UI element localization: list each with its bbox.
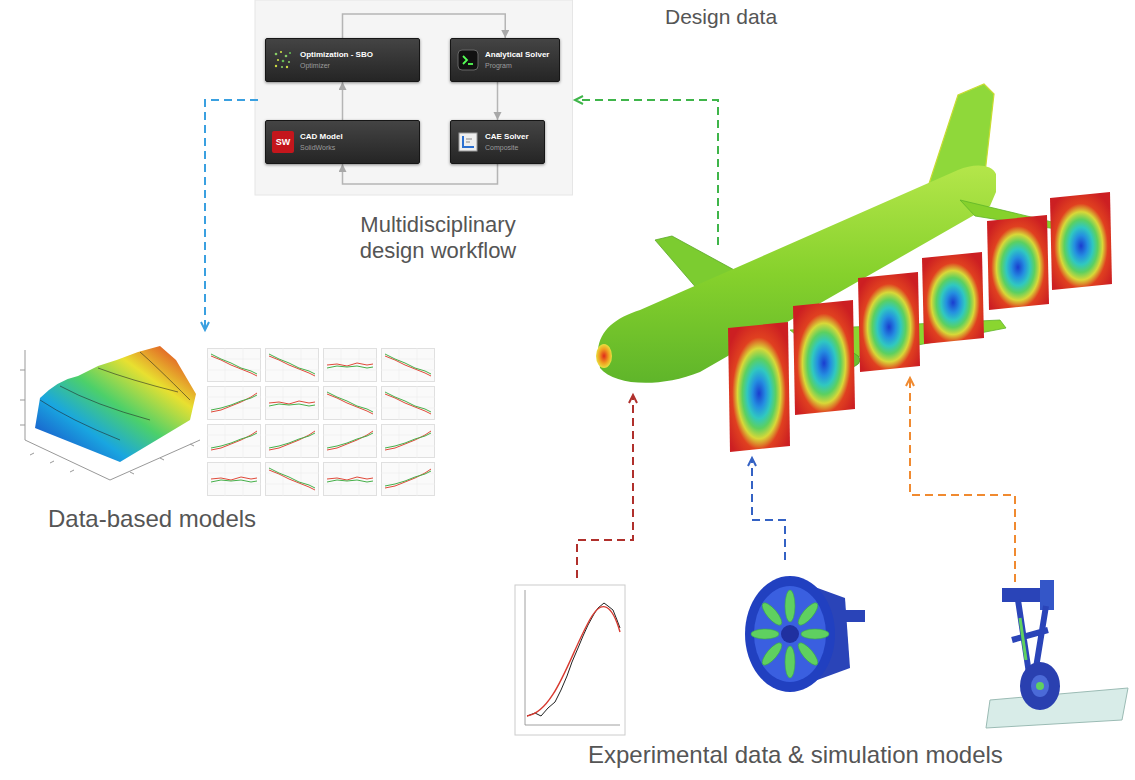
workflow-box: Analytical SolverProgram bbox=[450, 38, 560, 82]
tool-subtitle: Composite bbox=[485, 143, 529, 152]
workflow-connector bbox=[343, 14, 506, 38]
engine-model bbox=[745, 576, 865, 692]
section-label: Data-based models bbox=[48, 505, 256, 534]
surface-plot bbox=[20, 346, 200, 480]
data-flow-arrows bbox=[205, 100, 1015, 582]
workflow-box: Optimization - SBOOptimizer bbox=[265, 38, 420, 82]
tool-icon bbox=[457, 131, 479, 153]
box-text: CAD ModelSolidWorks bbox=[300, 132, 343, 151]
logo-text: SW bbox=[276, 138, 291, 147]
tool-icon bbox=[272, 49, 294, 71]
workflow-box: CAE SolverComposite bbox=[450, 120, 545, 164]
tool-subtitle: Program bbox=[485, 61, 549, 70]
curve-plot bbox=[515, 585, 625, 735]
tool-icon bbox=[457, 49, 479, 71]
section-label: Experimental data & simulation models bbox=[588, 741, 1003, 770]
tool-icon: SW bbox=[272, 131, 294, 153]
tool-title: CAE Solver bbox=[485, 132, 529, 142]
tool-subtitle: SolidWorks bbox=[300, 143, 343, 152]
box-text: Analytical SolverProgram bbox=[485, 50, 549, 69]
box-text: CAE SolverComposite bbox=[485, 132, 529, 151]
workflow-connector bbox=[343, 164, 498, 184]
tool-subtitle: Optimizer bbox=[300, 61, 373, 70]
plot-grid bbox=[207, 348, 435, 496]
landing-gear bbox=[986, 580, 1128, 728]
workflow-box: SW CAD ModelSolidWorks bbox=[265, 120, 420, 164]
tool-title: CAD Model bbox=[300, 132, 343, 142]
workflow-panel bbox=[255, 0, 572, 195]
tool-title: Analytical Solver bbox=[485, 50, 549, 60]
box-text: Optimization - SBOOptimizer bbox=[300, 50, 373, 69]
tool-title: Optimization - SBO bbox=[300, 50, 373, 60]
workflow-connector bbox=[497, 82, 499, 120]
section-label: Multidisciplinary design workflow bbox=[326, 212, 550, 265]
workflow-connector bbox=[342, 82, 344, 120]
flow-label: Design data bbox=[665, 4, 777, 29]
pressure-slices bbox=[728, 192, 1112, 452]
